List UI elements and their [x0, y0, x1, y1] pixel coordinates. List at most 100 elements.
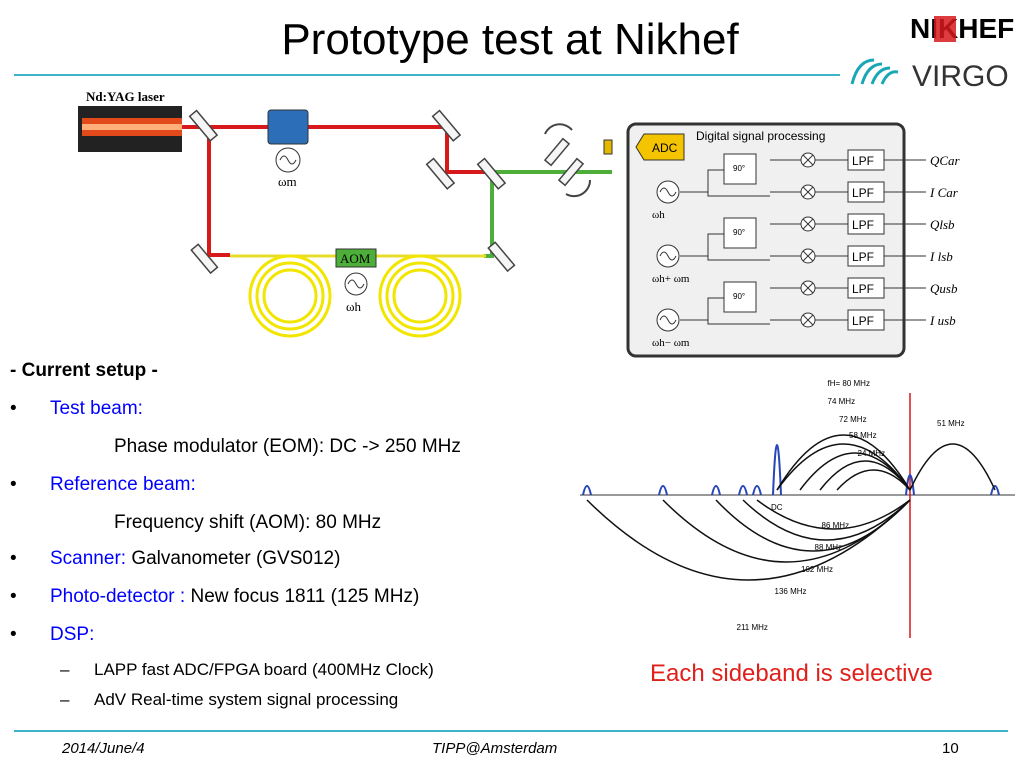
- upper-arc: [776, 434, 911, 491]
- upper-arc: [909, 443, 996, 491]
- omega-h-label: ωh: [346, 299, 362, 314]
- optical-setup-diagram: Nd:YAG laser ωm: [78, 89, 961, 358]
- oscillator-label: ωh: [652, 209, 665, 221]
- output-label: Qusb: [930, 281, 958, 296]
- laser-beam: [182, 125, 492, 257]
- mixer-icon: [800, 216, 816, 232]
- footer-date: 2014/June/4: [62, 740, 145, 757]
- spectral-peak: [990, 485, 1000, 496]
- bullet-label: Test beam:: [50, 398, 143, 419]
- dsp-title: Digital signal processing: [696, 129, 825, 143]
- mixer-icon: [800, 184, 816, 200]
- phase-label: 90°: [733, 292, 745, 301]
- footer-divider: [14, 730, 1008, 732]
- footer-event: TIPP@Amsterdam: [432, 740, 558, 757]
- bullet-detail: Frequency shift (AOM): 80 MHz: [114, 512, 382, 533]
- aom-label: AOM: [340, 251, 371, 266]
- sub-bullet: – AdV Real-time system signal processing: [60, 690, 399, 709]
- title-divider: [14, 74, 840, 76]
- oscillator-icon: [656, 244, 680, 268]
- spectral-peak: [905, 474, 915, 496]
- scanner-rotation-icon: [544, 123, 592, 198]
- upper-arc-label: 74 MHz: [828, 397, 856, 406]
- fiber-coils: [230, 254, 486, 338]
- output-label: I usb: [929, 313, 956, 328]
- upper-arc-label: 24 MHz: [858, 449, 886, 458]
- laser-label: Nd:YAG laser: [86, 89, 165, 104]
- page-number: 10: [942, 740, 959, 757]
- oscillator-label: ωh− ωm: [652, 337, 690, 349]
- laser-source: Nd:YAG laser: [78, 89, 182, 152]
- lower-arc-label: 86 MHz: [822, 521, 850, 530]
- spectral-peak: [738, 485, 748, 496]
- lower-arc: [742, 499, 911, 541]
- nikhef-logo: NIKHEF: [910, 13, 1014, 44]
- upper-arc-label: 58 MHz: [849, 431, 877, 440]
- nikhef-logo-text: NIKHEF: [910, 13, 1014, 44]
- bullet-detail: Phase modulator (EOM): DC -> 250 MHz: [114, 436, 461, 457]
- phase-modulator: ωm: [267, 109, 309, 189]
- lpf-label: LPF: [852, 250, 874, 264]
- page-title: Prototype test at Nikhef: [281, 15, 739, 64]
- lower-arc-label: 88 MHz: [815, 543, 843, 552]
- photodetector: [603, 139, 613, 155]
- aom-modulator: AOM ωh: [335, 248, 377, 314]
- bullet-value: Galvanometer (GVS012): [126, 548, 341, 569]
- lpf-label: LPF: [852, 314, 874, 328]
- upper-arc-label: 72 MHz: [839, 415, 867, 424]
- mirrors: [188, 109, 585, 275]
- lpf-label: LPF: [852, 186, 874, 200]
- phase-shifter: [723, 217, 757, 249]
- spectral-peak: [772, 444, 782, 496]
- lpf-label: LPF: [852, 218, 874, 232]
- output-label: Qlsb: [930, 217, 955, 232]
- oscillator-icon: [656, 308, 680, 332]
- omega-m-label: ωm: [278, 174, 297, 189]
- upper-arc: [799, 452, 911, 491]
- bullet-label: DSP:: [50, 624, 95, 645]
- spectral-peaks: [582, 444, 1000, 496]
- bullet-label: Photo-detector :: [50, 586, 186, 607]
- oscillator-icon: [656, 180, 680, 204]
- phase-shifter: [723, 281, 757, 313]
- output-label: QCar: [930, 153, 961, 168]
- spectral-peak: [582, 485, 592, 496]
- upper-arc-label: fH= 80 MHz: [828, 379, 870, 388]
- bullet-value: New focus 1811 (125 MHz): [185, 586, 420, 607]
- phase-label: 90°: [733, 164, 745, 173]
- mixer-icon: [800, 248, 816, 264]
- spectral-peak: [752, 485, 762, 496]
- virgo-logo-text: VIRGO: [912, 60, 1009, 92]
- mixer-icon: [800, 312, 816, 328]
- reference-beam: [484, 170, 612, 258]
- sideband-caption: Each sideband is selective: [650, 660, 933, 687]
- bullet-label: Scanner:: [50, 548, 127, 569]
- lower-arc-label: 211 MHz: [737, 623, 768, 632]
- phase-label: 90°: [733, 228, 745, 237]
- lpf-label: LPF: [852, 282, 874, 296]
- logos: NIKHEF VIRGO: [850, 13, 1014, 92]
- sideband-spectrum: fH= 80 MHz 74 MHz 72 MHz 58 MHz 24 MHz 51 MHz…: [580, 379, 1015, 638]
- adc-label: ADC: [652, 141, 678, 155]
- lower-arc-label: 136 MHz: [775, 587, 807, 596]
- setup-heading: - Current setup -: [10, 360, 158, 381]
- beat-arcs: fH= 80 MHz 74 MHz 72 MHz 58 MHz 24 MHz 51 MHz…: [586, 379, 996, 632]
- mixer-icon: [800, 280, 816, 296]
- spectral-peak: [711, 485, 721, 496]
- output-label: I lsb: [929, 249, 953, 264]
- virgo-logo: VIRGO: [850, 58, 1009, 92]
- phase-shifter: [723, 153, 757, 185]
- spectral-peak: [658, 485, 668, 496]
- lower-arc: [756, 499, 911, 530]
- lpf-label: LPF: [852, 154, 874, 168]
- oscillator-label: ωh+ ωm: [652, 273, 690, 285]
- bullet-label: Reference beam:: [50, 474, 196, 495]
- upper-arc: [836, 469, 911, 491]
- lower-arc-label: DC: [771, 503, 783, 512]
- upper-arc: [819, 460, 911, 491]
- sub-bullet: – LAPP fast ADC/FPGA board (400MHz Clock…: [60, 660, 434, 679]
- upper-arc-label: 51 MHz: [937, 419, 965, 428]
- lower-arc-label: 102 MHz: [801, 565, 833, 574]
- output-label: I Car: [929, 185, 959, 200]
